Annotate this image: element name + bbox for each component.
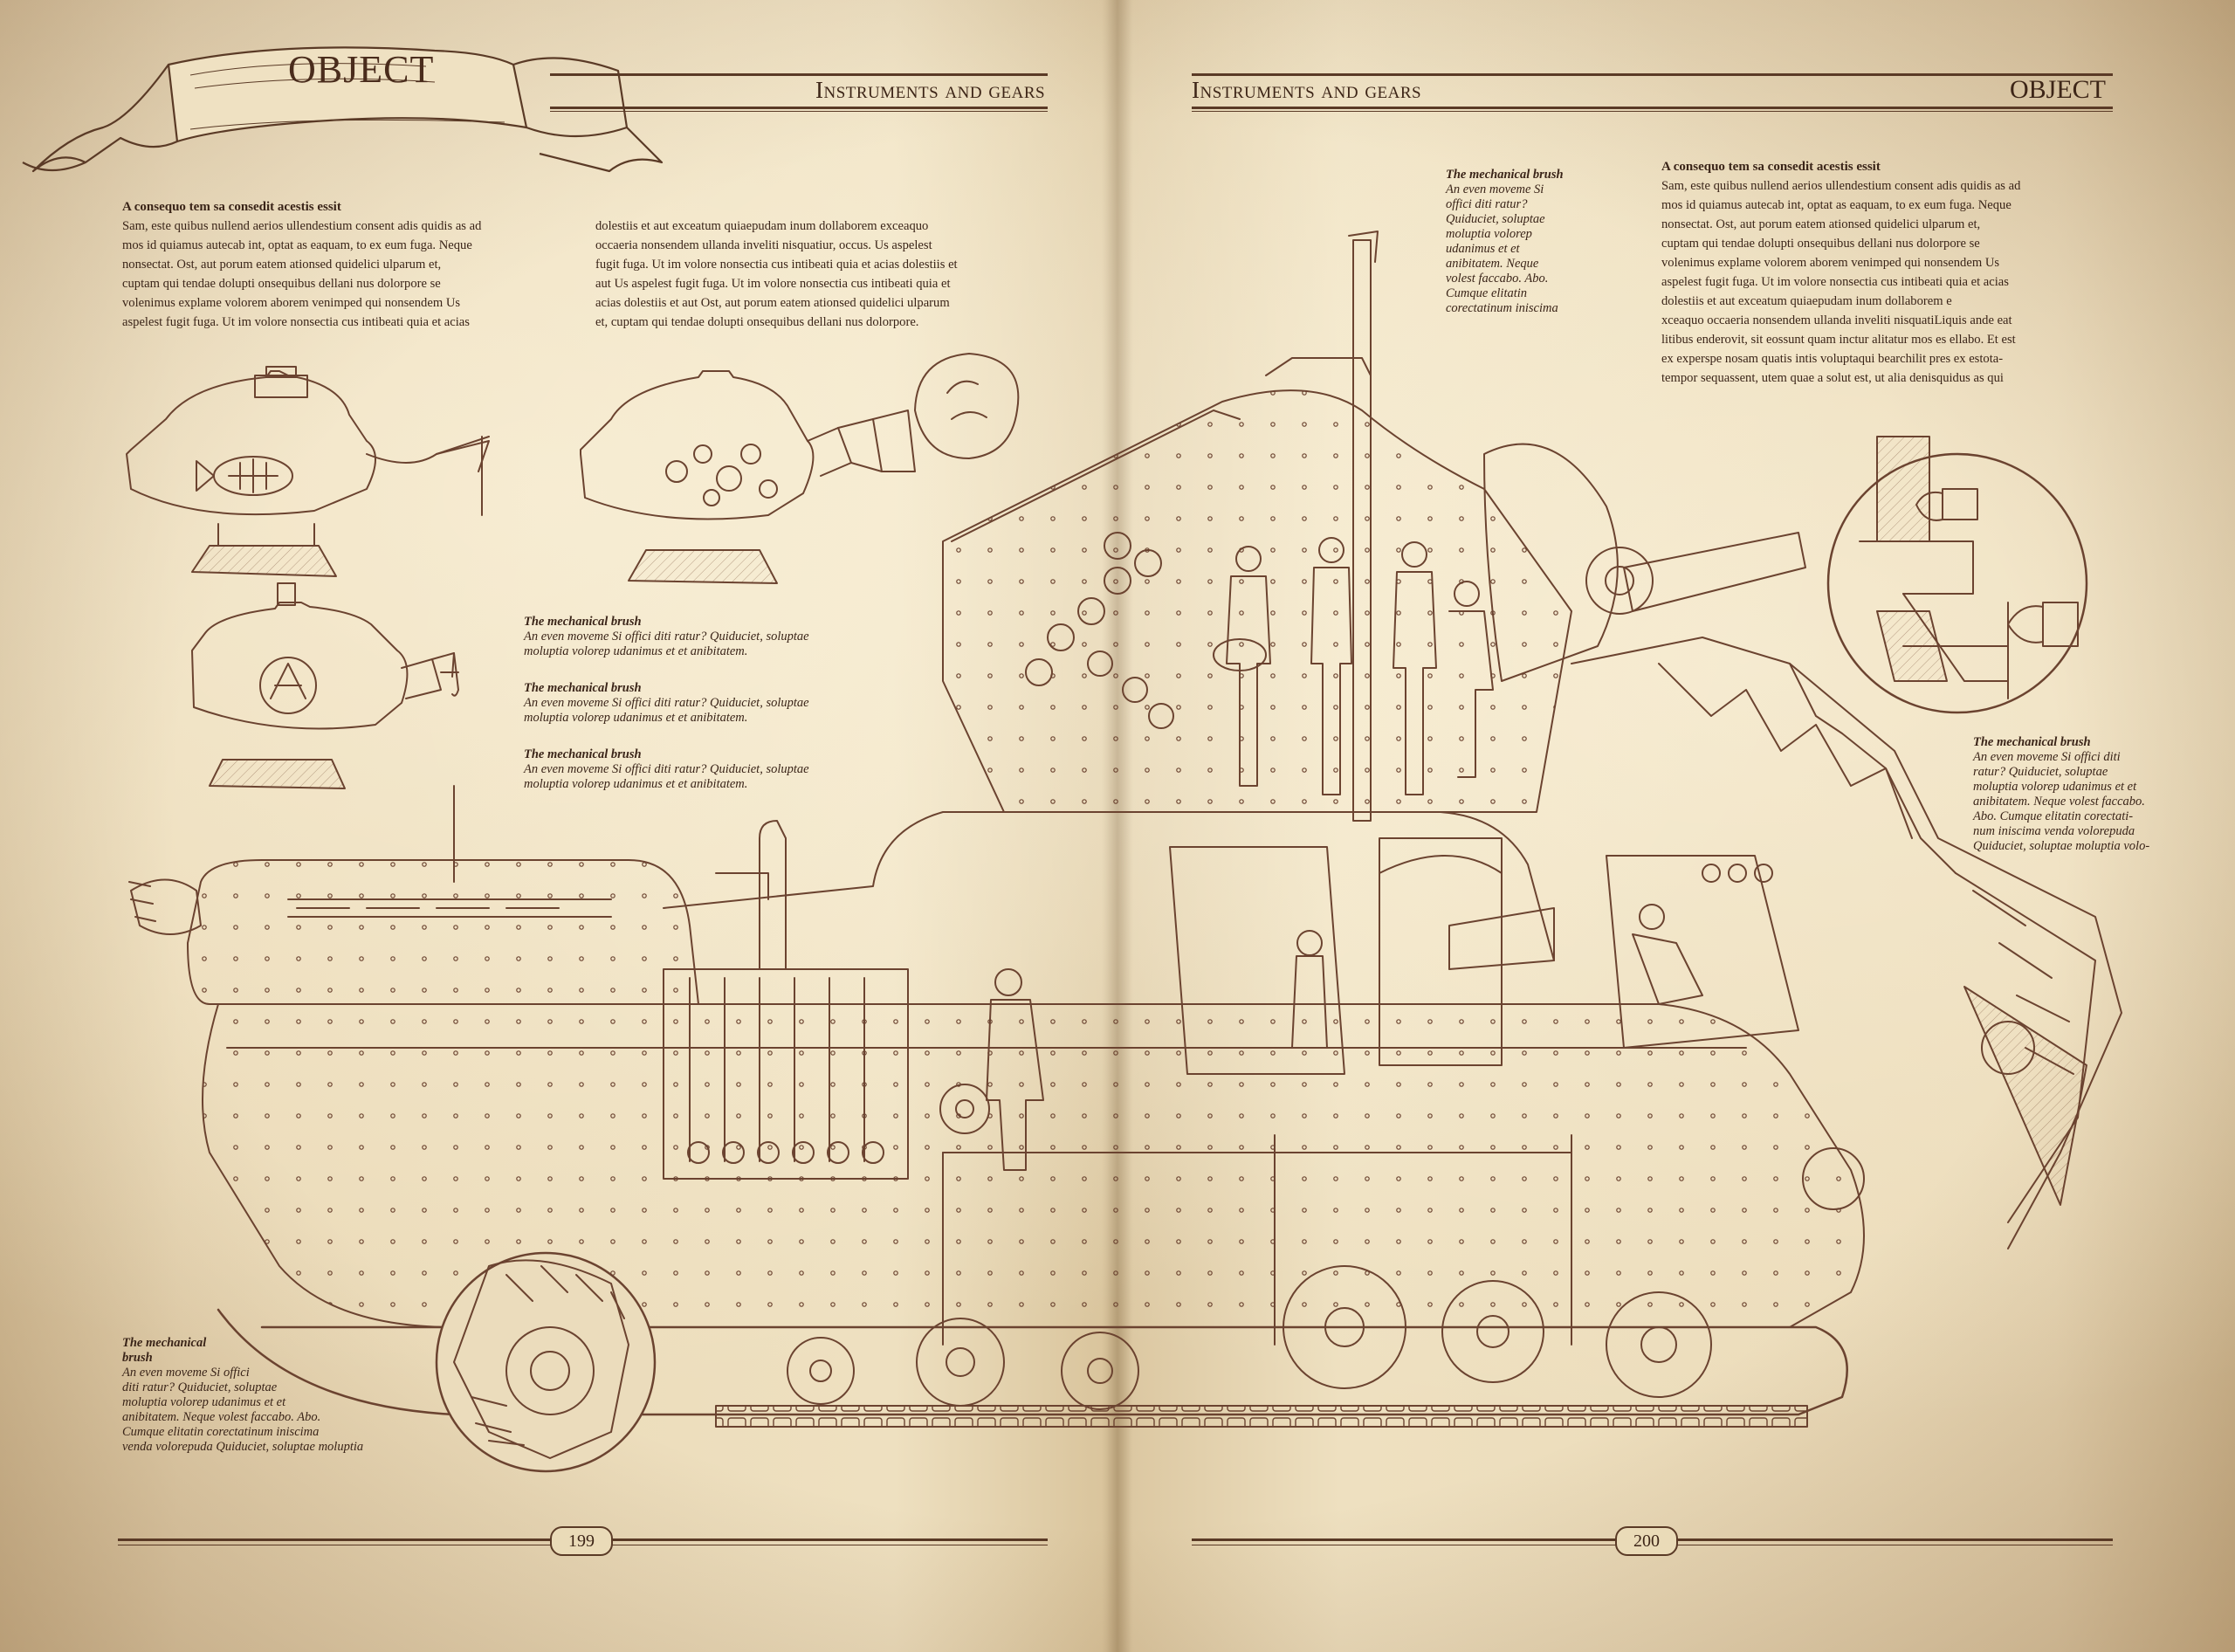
right-intro-line: tempor sequassent, utem quae a solut est… (1661, 371, 2004, 385)
right-intro-heading: A consequo tem sa consedit acestis essit (1661, 160, 1881, 174)
caption-line: anibitatem. Neque volest faccabo. Abo. (122, 1410, 321, 1424)
track-detail-circle (435, 1251, 657, 1473)
caption-mechanical-brush-bottom: The mechanical brush An even moveme Si o… (122, 1336, 437, 1455)
caption-line: moluptia volorep udanimus et et (122, 1395, 286, 1409)
caption-title: The mechanical (122, 1336, 207, 1350)
caption-mechanical-brush-top-right: The mechanical brush An even moveme Si o… (1446, 168, 1620, 316)
caption-mechanical-brush-1: The mechanical brush An even moveme Si o… (524, 615, 891, 659)
caption-title: The mechanical brush (524, 681, 642, 695)
caption-line: moluptia volorep udanimus et et anibitat… (524, 777, 748, 791)
left-intro-line: occaeria nonsendem ullanda inveliti nisq… (595, 238, 932, 252)
left-header-rule-bottom (550, 107, 1048, 109)
left-intro-line: nonsectat. Ost, aut porum eatem ationsed… (122, 258, 442, 272)
left-intro-line: aspelest fugit fuga. Ut im volore nonsec… (122, 315, 470, 329)
caption-line: moluptia volorep (1446, 227, 1532, 241)
left-intro-column-2: dolestiis et aut exceatum quiaepudam inu… (595, 217, 1067, 332)
caption-mechanical-brush-right: The mechanical brush An even moveme Si o… (1973, 735, 2183, 854)
caption-line: udanimus et et (1446, 242, 1520, 256)
caption-line: moluptia volorep udanimus et et anibitat… (524, 644, 748, 658)
book-gutter (1102, 0, 1133, 1652)
caption-mechanical-brush-3: The mechanical brush An even moveme Si o… (524, 747, 891, 792)
caption-line: An even moveme Si offici diti ratur? Qui… (524, 696, 809, 710)
object-ribbon-label: OBJECT (288, 48, 435, 91)
caption-line: An even moveme Si offici diti ratur? Qui… (524, 762, 809, 776)
tank-hull (128, 231, 2122, 1346)
right-page-number: 200 (1615, 1526, 1678, 1556)
right-header-title: Instruments and gears (1192, 77, 1422, 103)
left-intro-line: dolestiis et aut exceatum quiaepudam inu… (595, 219, 929, 233)
caption-title: The mechanical brush (1446, 168, 1564, 182)
right-intro-line: mos id quiamus autecab int, optat as eaq… (1661, 198, 2012, 212)
right-header-rule-bottom (1192, 107, 2113, 109)
right-intro-line: volenimus explame volorem aborem venimpe… (1661, 256, 2000, 270)
caption-line: ratur? Quiduciet, soluptae (1973, 765, 2108, 779)
right-intro-column: A consequo tem sa consedit acestis essit… (1661, 157, 2133, 388)
caption-title: The mechanical brush (524, 615, 642, 629)
right-intro-line: xceaquo occaeria nonsendem ullanda invel… (1661, 313, 2012, 327)
right-header-object: OBJECT (2010, 75, 2107, 104)
caption-line: Quiduciet, soluptae (1446, 212, 1545, 226)
right-intro-line: aspelest fugit fuga. Ut im volore nonsec… (1661, 275, 2009, 289)
right-intro-line: dolestiis et aut exceatum quiaepudam inu… (1661, 294, 1952, 308)
caption-line: diti ratur? Quiduciet, soluptae (122, 1380, 278, 1394)
front-plow (1571, 637, 2122, 1249)
caption-title: The mechanical brush (1973, 735, 2091, 749)
caption-line: moluptia volorep udanimus et et anibitat… (524, 711, 748, 725)
left-header-rule-top (550, 73, 1048, 76)
kettle-sketch-fish (126, 366, 490, 577)
left-intro-line: cuptam qui tendae dolupti onsequibus del… (122, 277, 441, 291)
caption-line: venda volorepuda Quiduciet, soluptae mol… (122, 1440, 364, 1454)
kettle-sketch-emblem (191, 582, 459, 789)
caption-line: moluptia volorep udanimus et et (1973, 780, 2137, 794)
caption-line: Cumque elitatin corectatinum iniscima (122, 1425, 320, 1439)
left-intro-line: volenimus explame volorem aborem venimpe… (122, 296, 461, 310)
left-intro-line: et, cuptam qui tendae dolupti onsequibus… (595, 315, 919, 329)
caption-line: An even moveme Si offici diti ratur? Qui… (524, 630, 809, 644)
caption-line: An even moveme Si offici (122, 1366, 250, 1380)
crew-figures (1213, 537, 1494, 795)
caption-line: Cumque elitatin (1446, 286, 1528, 300)
left-intro-line: aut Us aspelest fugit fuga. Ut im volore… (595, 277, 951, 291)
right-intro-line: ex experspe nosam quatis intis voluptaqu… (1661, 352, 2004, 366)
right-intro-line: cuptam qui tendae dolupti onsequibus del… (1661, 237, 1980, 251)
left-intro-line: fugit fuga. Ut im volore nonsectia cus i… (595, 258, 958, 272)
caption-line: anibitatem. Neque (1446, 257, 1539, 271)
caption-line: volest faccabo. Abo. (1446, 272, 1549, 286)
caption-mechanical-brush-2: The mechanical brush An even moveme Si o… (524, 681, 891, 726)
caption-line: num iniscima venda volorepuda (1973, 824, 2135, 838)
left-intro-heading: A consequo tem sa consedit acestis essit (122, 200, 341, 214)
left-page-number: 199 (550, 1526, 613, 1556)
caption-line: An even moveme Si offici diti (1973, 750, 2121, 764)
right-intro-line: litibus enderovit, sit eossunt quam inct… (1661, 333, 2016, 347)
left-intro-line: acias dolestiis et aut Ost, aut porum ea… (595, 296, 950, 310)
caption-line: offici diti ratur? (1446, 197, 1528, 211)
caption-line: corectatinum iniscima (1446, 301, 1558, 315)
left-header-rule-thin (550, 111, 1048, 112)
left-intro-column-1: A consequo tem sa consedit acestis essit… (122, 197, 594, 332)
caption-line: Quiduciet, soluptae moluptia volo- (1973, 839, 2150, 853)
right-intro-line: Sam, este quibus nullend aerios ullendes… (1661, 179, 2021, 193)
engine-block (663, 820, 909, 1180)
right-intro-line: nonsectat. Ost, aut porum eatem ationsed… (1661, 217, 1981, 231)
right-header-rule-thin (1192, 111, 2113, 112)
left-intro-line: mos id quiamus autecab int, optat as eaq… (122, 238, 472, 252)
tracks-and-wheels (217, 1265, 1848, 1428)
caption-line: An even moveme Si (1446, 182, 1544, 196)
right-header-rule-top (1192, 73, 2113, 76)
object-ribbon-banner (22, 46, 664, 173)
caption-line: anibitatem. Neque volest faccabo. (1973, 795, 2145, 809)
detail-magnifier-circle (1826, 436, 2088, 714)
left-intro-line: Sam, este quibus nullend aerios ullendes… (122, 219, 482, 233)
caption-line: Abo. Cumque elitatin corectati- (1973, 809, 2134, 823)
kettle-sketch-bulb (580, 353, 1020, 584)
caption-title: brush (122, 1351, 153, 1365)
left-header-title: Instruments and gears (815, 77, 1046, 103)
caption-title: The mechanical brush (524, 747, 642, 761)
